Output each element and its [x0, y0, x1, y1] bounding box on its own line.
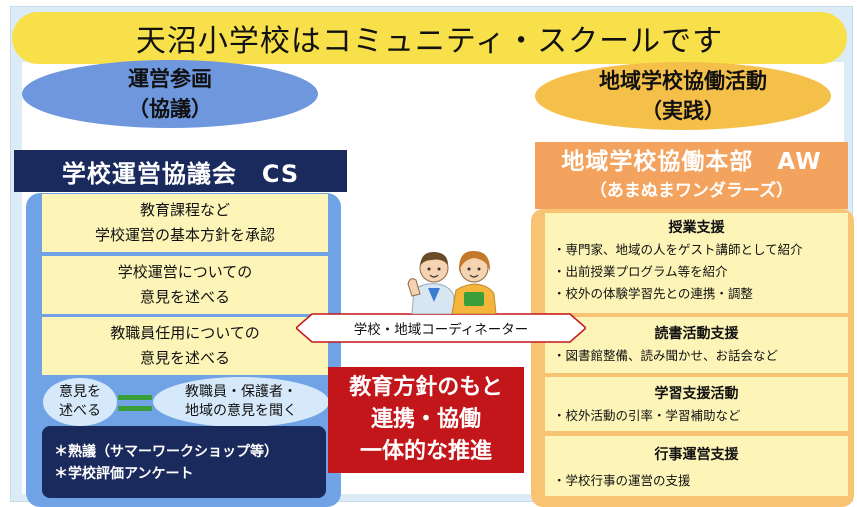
section-title: 学習支援活動 [654, 386, 739, 402]
cs-box-text: 学校運営についての [117, 263, 253, 281]
cs-box-operation: 学校運営についての 意見を述べる [42, 256, 328, 314]
aw-header: 地域学校協働本部 AW （あまぬまワンダラーズ） [535, 142, 848, 209]
ellipse-left-line2: （協議） [128, 97, 212, 121]
center-line3: 一体的な推進 [359, 439, 492, 464]
aw-header-title: 地域学校協働本部 AW [561, 148, 822, 175]
people-illustration-icon [407, 250, 497, 314]
cs-box-text: 意見を述べる [139, 288, 230, 306]
cs-box-text: 意見を述べる [139, 349, 230, 367]
aw-header-subtitle: （あまぬまワンダラーズ） [589, 180, 794, 201]
cs-box-text: 教職員任用についての [110, 324, 260, 342]
aw-section-events: 行事運営支援 ・学校行事の運営の支援 [545, 436, 848, 496]
cs-box-text: 教育課程など [139, 201, 230, 219]
aw-section-class-support: 授業支援 ・専門家、地域の人をゲスト講師として紹介 ・出前授業プログラム等を紹介… [545, 213, 848, 313]
ellipse-right-line2: （実践） [641, 99, 725, 123]
center-line2: 連携・協働 [370, 407, 481, 432]
cs-box-text: 学校運営の基本方針を承認 [94, 226, 275, 244]
section-item: ・校外活動の引率・学習補助など [553, 408, 741, 423]
center-line1: 教育方針のもと [349, 375, 503, 400]
coordinator-arrow [296, 313, 586, 343]
coordinator-label: 学校・地域コーディネーター [353, 322, 529, 338]
section-item: ・校外の体験学習先との連携・調整 [553, 286, 753, 301]
opinion-text: 意見を [59, 384, 101, 400]
ellipse-right-line1: 地域学校協働活動 [599, 69, 767, 93]
listen-opinions-oval: 教職員・保護者・ 地域の意見を聞く [153, 377, 329, 427]
aw-section-study-support: 学習支援活動 ・校外活動の引率・学習補助など [545, 377, 848, 431]
cs-activities-box: ＊熟議（サマーワークショップ等） ＊学校評価アンケート [42, 426, 326, 498]
activity-item: ＊学校評価アンケート [54, 466, 194, 482]
equals-sign [118, 389, 152, 417]
section-title: 行事運営支援 [654, 447, 739, 463]
section-title: 授業支援 [668, 220, 725, 236]
ellipse-left-line1: 運営参画 [128, 67, 212, 91]
cs-header: 学校運営協議会 CS [14, 150, 347, 192]
community-activity-ellipse: 地域学校協働活動 （実践） [535, 62, 831, 130]
center-policy-box: 教育方針のもと 連携・協働 一体的な推進 [328, 367, 524, 473]
activity-item: ＊熟議（サマーワークショップ等） [54, 444, 278, 460]
section-item: ・図書館整備、読み聞かせ、お話会など [553, 348, 779, 363]
section-item: ・学校行事の運営の支援 [553, 473, 691, 488]
management-participation-ellipse: 運営参画 （協議） [22, 60, 318, 128]
section-title: 読書活動支援 [654, 326, 739, 342]
cs-box-curriculum: 教育課程など 学校運営の基本方針を承認 [42, 194, 328, 252]
aw-section-reading: 読書活動支援 ・図書館整備、読み聞かせ、お話会など [545, 317, 848, 373]
section-item: ・出前授業プログラム等を紹介 [553, 264, 728, 279]
page-title: 天沼小学校はコミュニティ・スクールです [12, 12, 847, 64]
listen-text: 地域の意見を聞く [185, 403, 297, 419]
opinion-oval: 意見を 述べる [43, 378, 117, 426]
listen-text: 教職員・保護者・ [185, 384, 297, 400]
opinion-text: 述べる [59, 403, 101, 419]
cs-box-staffing: 教職員任用についての 意見を述べる [42, 317, 328, 375]
section-item: ・専門家、地域の人をゲスト講師として紹介 [553, 242, 803, 257]
